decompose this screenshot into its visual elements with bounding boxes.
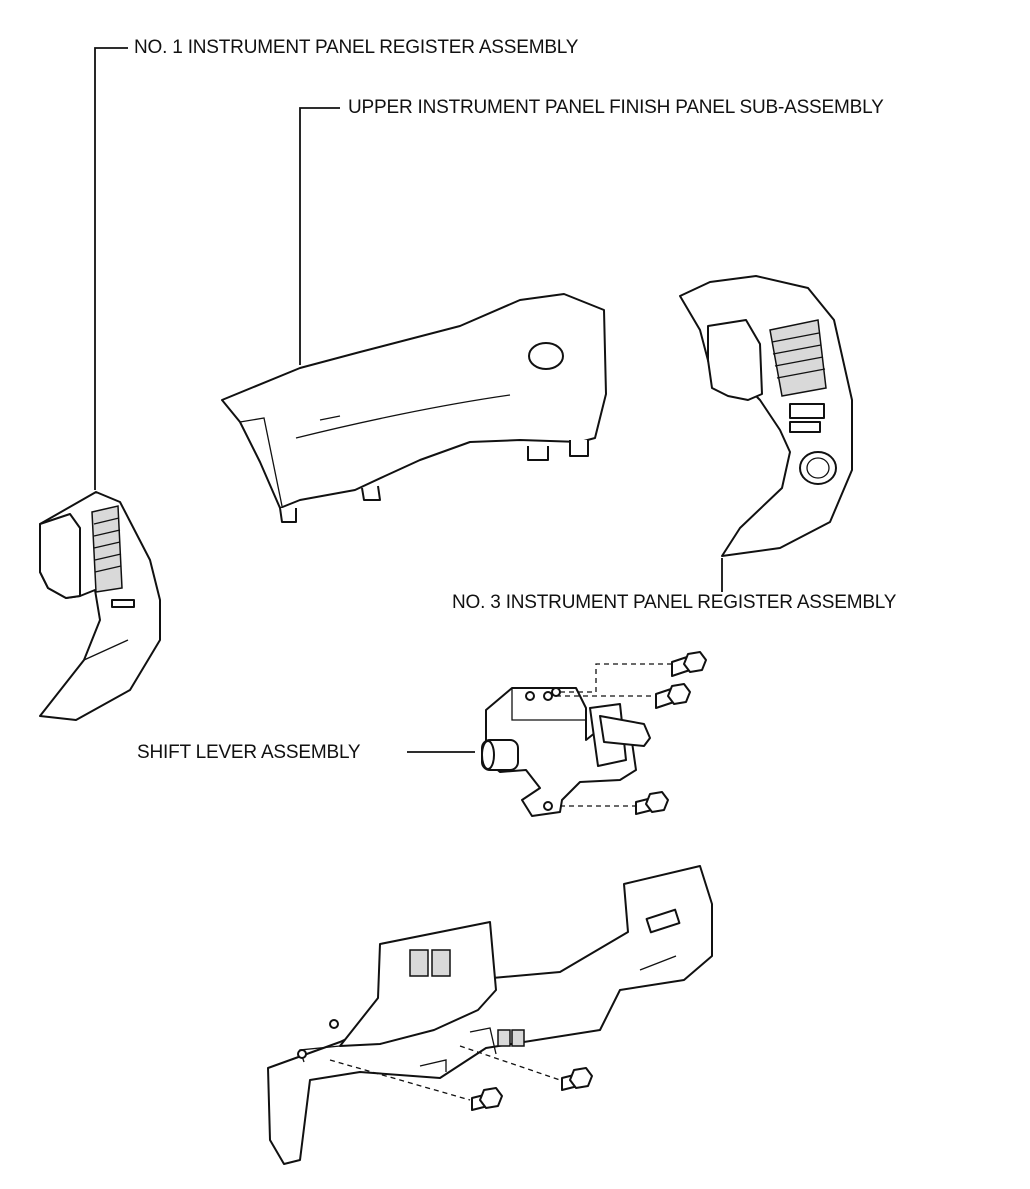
bolt-icon <box>561 1067 593 1091</box>
register3-part <box>679 275 853 557</box>
shift-lever-part <box>481 687 651 817</box>
label-shift-lever: SHIFT LEVER ASSEMBLY <box>137 742 361 763</box>
bolt-icon <box>671 651 707 677</box>
bolt-icon <box>635 791 669 815</box>
label-finish-panel: UPPER INSTRUMENT PANEL FINISH PANEL SUB-… <box>348 97 884 118</box>
label-register1: NO. 1 INSTRUMENT PANEL REGISTER ASSEMBLY <box>134 37 579 58</box>
shift-lever-bolts <box>556 651 707 815</box>
finish-panel-part <box>221 293 607 523</box>
label-register3: NO. 3 INSTRUMENT PANEL REGISTER ASSEMBLY <box>452 592 897 613</box>
bolt-icon <box>655 683 691 709</box>
leader-finish-panel <box>299 107 340 365</box>
leader-register1 <box>94 47 128 490</box>
lower-panel-part <box>267 865 713 1165</box>
register1-part <box>39 491 161 721</box>
bolt-icon <box>471 1087 503 1111</box>
